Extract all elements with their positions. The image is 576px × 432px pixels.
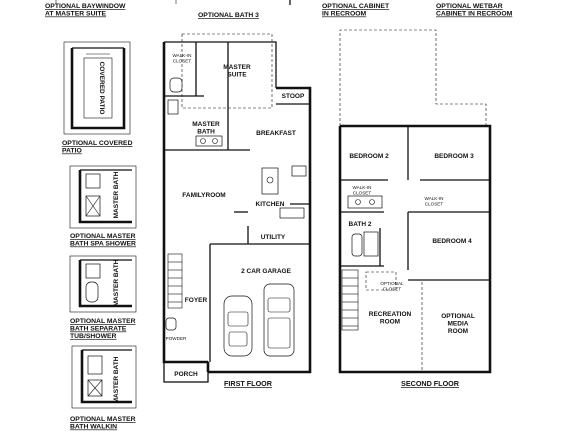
sf-bedroom4-label: BEDROOM 4	[432, 238, 472, 245]
sf-bedroom2-label: BEDROOM 2	[349, 153, 389, 160]
ff-stoop-label: STOOP	[282, 93, 305, 100]
first-floor-title: FIRST FLOOR	[224, 379, 273, 388]
ff-porch-label: PORCH	[174, 371, 198, 378]
covered-patio-label: COVERED PATIO	[98, 62, 105, 115]
garage-car-2	[263, 283, 295, 357]
ff-family-room-label: FAMILYROOM	[182, 192, 225, 199]
ff-powder-label: POWDER	[166, 336, 187, 341]
second-floor-title: SECOND FLOOR	[401, 379, 460, 388]
separate-tub-master-bath-label: MASTER BATH	[113, 259, 120, 306]
spa-shower-master-bath-label: MASTER BATH	[113, 171, 120, 218]
sf-bath2-label: BATH 2	[349, 221, 372, 228]
ff-garage-label: 2 CAR GARAGE	[241, 268, 292, 275]
ff-breakfast-label: BREAKFAST	[256, 130, 296, 137]
sf-bedroom3-label: BEDROOM 3	[434, 153, 474, 160]
garage-car-1	[223, 295, 253, 357]
ff-foyer-label: FOYER	[185, 297, 208, 304]
walkin-master-bath-label: MASTER BATH	[113, 356, 120, 403]
note-bath3: OPTIONAL BATH 3	[198, 12, 259, 19]
ff-kitchen-label: KITCHEN	[256, 201, 285, 208]
ff-utility-label: UTILITY	[261, 234, 286, 241]
